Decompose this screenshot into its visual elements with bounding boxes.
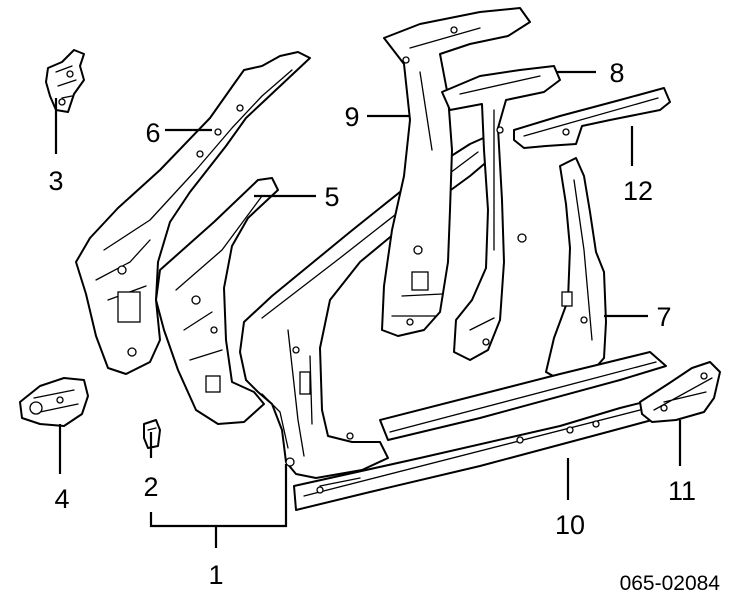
callout-3: 3 [48, 166, 63, 196]
part-6-front-pillar [75, 51, 311, 375]
callout-6: 6 [145, 118, 160, 148]
callout-5: 5 [324, 182, 339, 212]
callout-9: 9 [344, 102, 359, 132]
part-10-rocker-panel [293, 351, 667, 511]
diagram-code: 065-02084 [620, 572, 721, 595]
callout-8: 8 [609, 58, 624, 88]
callout-1: 1 [208, 560, 223, 590]
part-3-bracket [45, 49, 85, 113]
part-9-center-pillar [381, 7, 531, 337]
leader-lines [54, 70, 682, 548]
part-5-inner-pillar [155, 177, 279, 425]
callout-4: 4 [54, 484, 69, 514]
callout-2: 2 [143, 472, 158, 502]
part-1-outer-body-side [239, 135, 497, 479]
part-8-roof-rail [441, 65, 561, 361]
part-11-rocker-extension [639, 361, 721, 423]
part-4-bracket [19, 377, 89, 427]
callout-10: 10 [555, 510, 585, 540]
part-7-rear-pillar [545, 157, 607, 383]
part-12-rear-roof-rail [513, 87, 671, 149]
callout-7: 7 [656, 302, 671, 332]
callout-11: 11 [668, 476, 696, 506]
callout-12: 12 [623, 176, 653, 206]
